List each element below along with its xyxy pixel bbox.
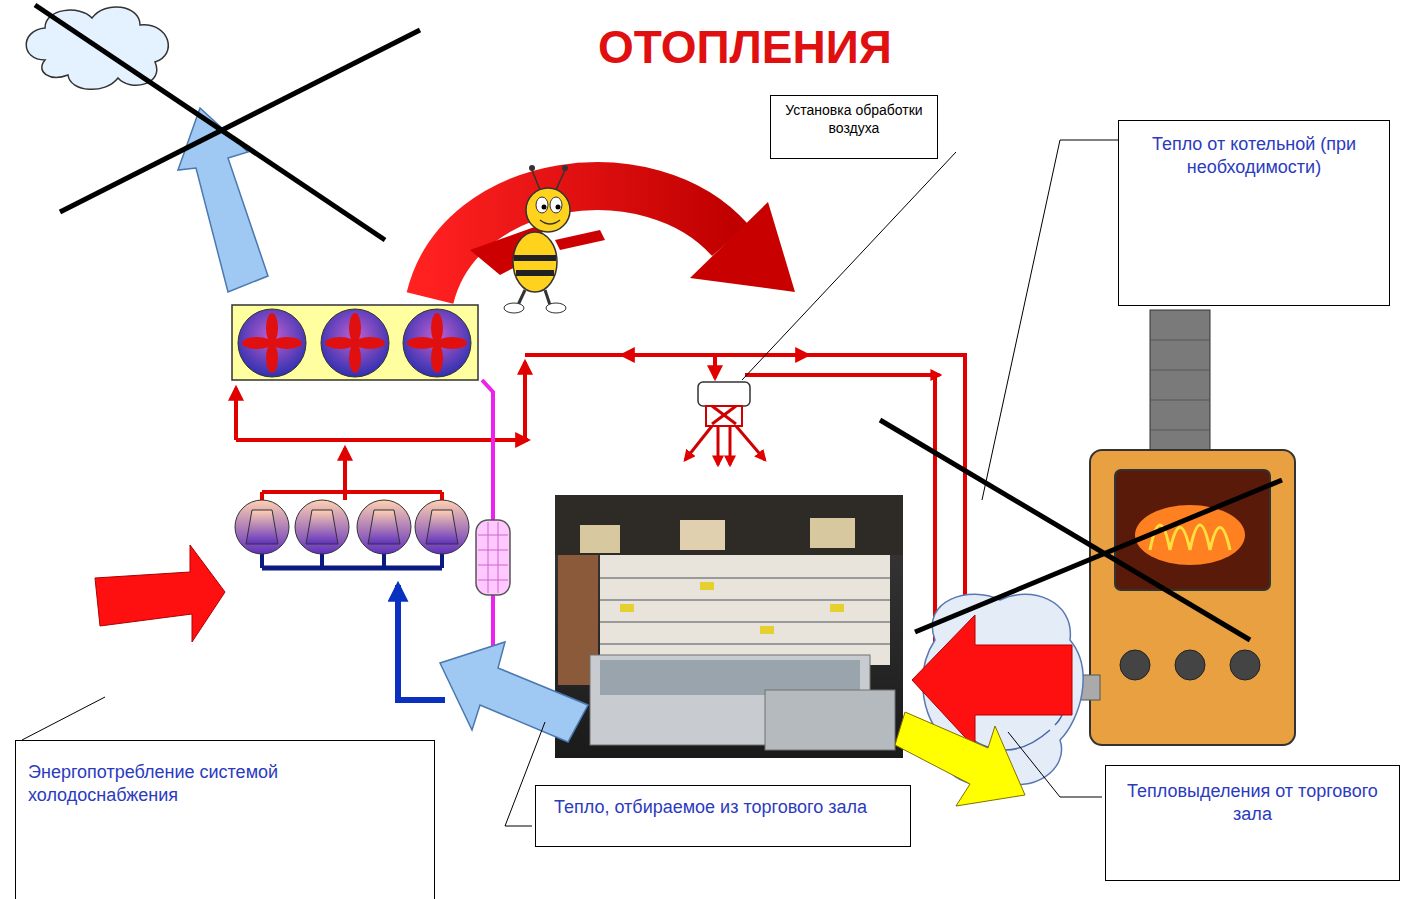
label-text: Тепло, отбираемое из торгового зала: [554, 796, 902, 819]
diagram-title: ОТОПЛЕНИЯ: [598, 20, 892, 74]
label-text: Тепловыделения от торгового зала: [1116, 780, 1389, 825]
label-text: Установка обработки воздуха: [775, 102, 933, 137]
heat-gain-label: Тепловыделения от торгового зала: [1105, 765, 1400, 881]
energy-label: Энергопотребление системой холодоснабжен…: [15, 740, 435, 899]
label-text: Тепло от котельной (при необходимости): [1129, 133, 1379, 178]
label-text: Энергопотребление системой холодоснабжен…: [28, 761, 424, 806]
boiler-heat-label: Тепло от котельной (при необходимости): [1118, 120, 1390, 306]
air-handler-label: Установка обработки воздуха: [770, 95, 938, 159]
extracted-heat-label: Тепло, отбираемое из торгового зала: [535, 785, 911, 847]
